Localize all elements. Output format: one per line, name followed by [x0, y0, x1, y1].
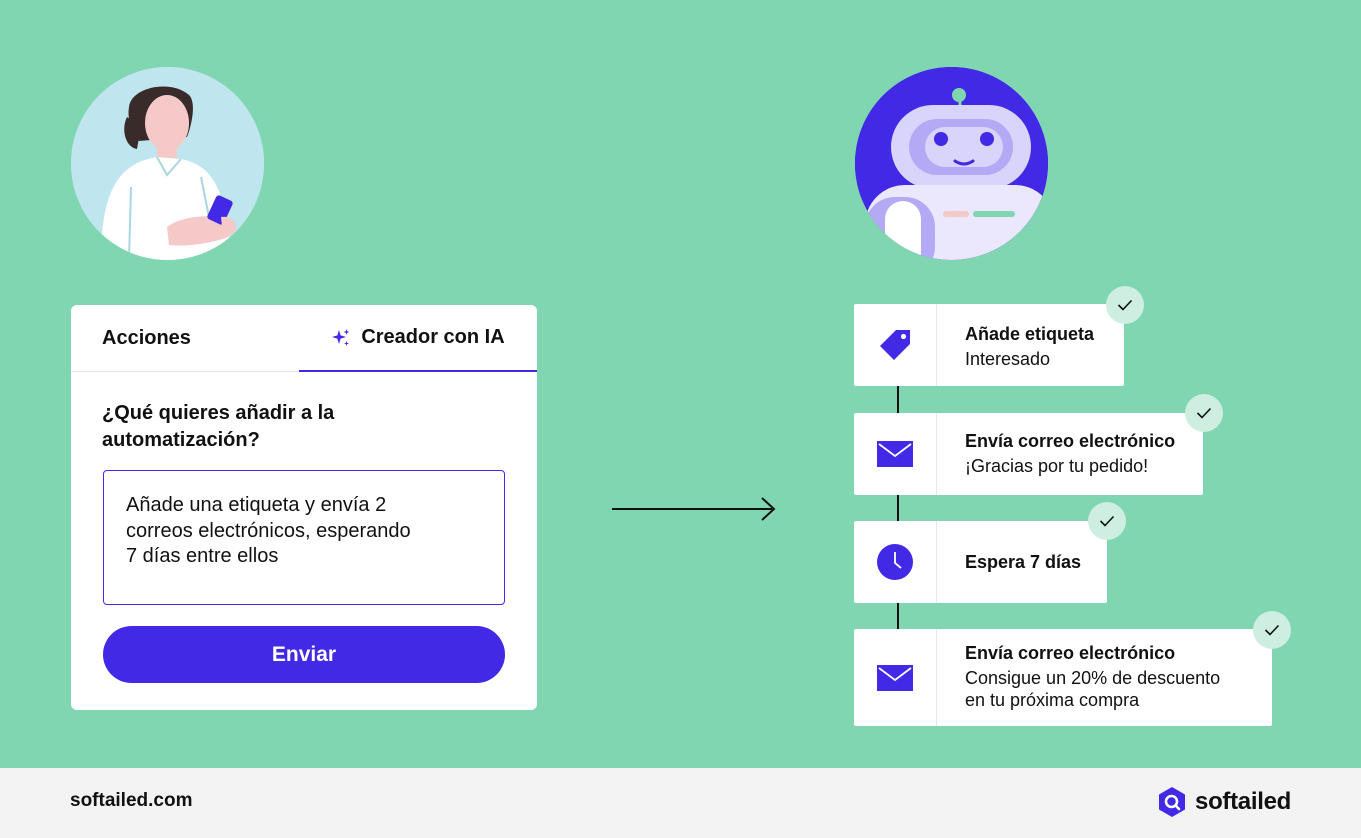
ai-robot-avatar [855, 67, 1048, 260]
step-connector [897, 602, 899, 629]
softailed-logo-icon [1159, 787, 1186, 817]
check-icon [1253, 611, 1291, 649]
step-title: Envía correo electrónico [965, 431, 1176, 451]
check-icon [1088, 502, 1126, 540]
workflow-step-add-tag[interactable]: Añade etiqueta Interesado [854, 304, 1124, 386]
illustration-canvas: Acciones Creador con IA ¿Qué quieres aña… [71, 67, 1291, 726]
step-connector [897, 386, 899, 413]
step-subtitle: Consigue un 20% de descuento en tu próxi… [965, 668, 1221, 710]
footer-url[interactable]: softailed.com [70, 790, 193, 811]
step-icon-cell [854, 413, 937, 495]
prompt-question: ¿Qué quieres añadir a la automatización? [102, 402, 335, 451]
prompt-input[interactable]: Añade una etiqueta y envía 2 correos ele… [103, 470, 505, 605]
tab-actions-label: Acciones [102, 327, 191, 349]
step-connector [897, 494, 899, 521]
step-subtitle: ¡Gracias por tu pedido! [965, 456, 1149, 476]
step-text: Envía correo electrónico ¡Gracias por tu… [965, 430, 1185, 478]
step-text: Envía correo electrónico Consigue un 20%… [965, 642, 1254, 711]
step-text: Añade etiqueta Interesado [965, 323, 1106, 371]
automation-builder-card: Acciones Creador con IA ¿Qué quieres aña… [71, 305, 537, 710]
step-title: Añade etiqueta [965, 324, 1095, 344]
tab-ai-creator[interactable]: Creador con IA [299, 305, 537, 372]
clock-icon [877, 544, 913, 580]
send-button[interactable]: Enviar [103, 626, 505, 683]
step-icon-cell [854, 521, 937, 603]
arrow-right-icon [612, 497, 776, 521]
woman-illustration [71, 67, 264, 260]
envelope-icon [877, 664, 913, 691]
tab-actions[interactable]: Acciones [102, 305, 191, 372]
workflow-step-wait[interactable]: Espera 7 días [854, 521, 1107, 603]
envelope-icon [877, 441, 913, 467]
user-avatar [71, 67, 264, 260]
workflow-step-send-email-discount[interactable]: Envía correo electrónico Consigue un 20%… [854, 629, 1272, 726]
workflow-step-send-email[interactable]: Envía correo electrónico ¡Gracias por tu… [854, 413, 1203, 495]
step-icon-cell [854, 629, 937, 726]
check-icon [1106, 286, 1144, 324]
step-title: Envía correo electrónico [965, 643, 1176, 663]
step-title: Espera 7 días [965, 552, 1082, 572]
step-subtitle: Interesado [965, 349, 1051, 369]
step-text: Espera 7 días [965, 551, 1089, 573]
footer: softailed.com softailed [0, 768, 1361, 838]
tab-ai-creator-label: Creador con IA [361, 326, 505, 348]
brand-name: softailed [1195, 788, 1291, 815]
sparkle-icon [332, 328, 350, 346]
step-icon-cell [854, 304, 937, 386]
builder-tabs: Acciones Creador con IA [71, 305, 537, 372]
robot-illustration [855, 67, 1048, 260]
brand-logo[interactable]: softailed [1157, 786, 1291, 818]
tag-icon [880, 330, 910, 360]
check-icon [1185, 394, 1223, 432]
